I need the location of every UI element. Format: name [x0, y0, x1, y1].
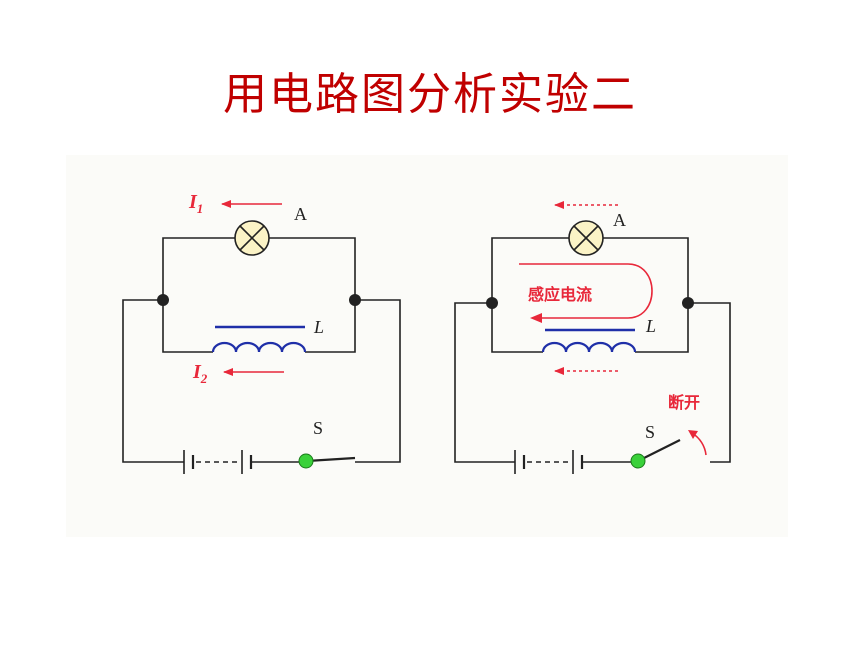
page-title: 用电路图分析实验二	[223, 69, 637, 120]
left-i1-base: I	[188, 191, 198, 213]
right-lamp-branch-wire	[491, 237, 569, 303]
left-lamp-branch-wire	[162, 237, 235, 300]
switch-open-label: 断开	[668, 393, 700, 412]
right-inductor-label: L	[645, 316, 656, 336]
svg-text:I2: I2	[192, 361, 208, 386]
left-inductor-branch-wire-right	[305, 300, 356, 353]
left-inductor-label: L	[313, 317, 324, 337]
left-i2-base: I	[192, 361, 202, 383]
left-switch-closed	[298, 453, 356, 469]
left-inductor-icon	[211, 325, 307, 353]
left-circuit: A I1 L I2	[122, 191, 401, 474]
left-i1-sub: 1	[197, 201, 204, 216]
right-inductor-icon	[541, 328, 637, 353]
right-circuit: A 感应电流 L	[454, 201, 731, 474]
svg-text:I1: I1	[188, 191, 203, 216]
left-lamp-branch-wire-right	[269, 237, 356, 300]
left-current-i2: I2	[192, 361, 284, 386]
left-switch-label: S	[313, 418, 323, 438]
left-i2-sub: 2	[200, 371, 208, 386]
right-induced-current-loop	[519, 263, 653, 323]
left-lamp-label: A	[294, 204, 307, 224]
right-outer-wire-left	[454, 302, 515, 463]
right-switch-open	[630, 439, 681, 469]
right-lamp-label: A	[613, 210, 626, 230]
right-outer-wire-right	[688, 302, 731, 463]
left-battery-icon	[183, 450, 300, 474]
induced-current-label: 感应电流	[528, 285, 592, 304]
left-outer-wire-left	[122, 299, 184, 463]
left-inductor-branch-wire	[162, 300, 213, 353]
right-inductor-branch-wire-right	[635, 303, 689, 353]
right-inductor-branch-wire	[491, 303, 543, 353]
right-lamp-icon	[568, 220, 604, 256]
right-switch-label: S	[645, 422, 655, 442]
switch-open-arrow	[688, 430, 707, 456]
diagram-panel	[66, 155, 788, 537]
left-lamp-icon	[234, 220, 270, 256]
left-current-i1: I1	[188, 191, 282, 216]
right-battery-icon	[514, 450, 632, 474]
left-outer-wire-right	[355, 299, 401, 463]
right-lamp-branch-wire-right	[603, 237, 689, 303]
